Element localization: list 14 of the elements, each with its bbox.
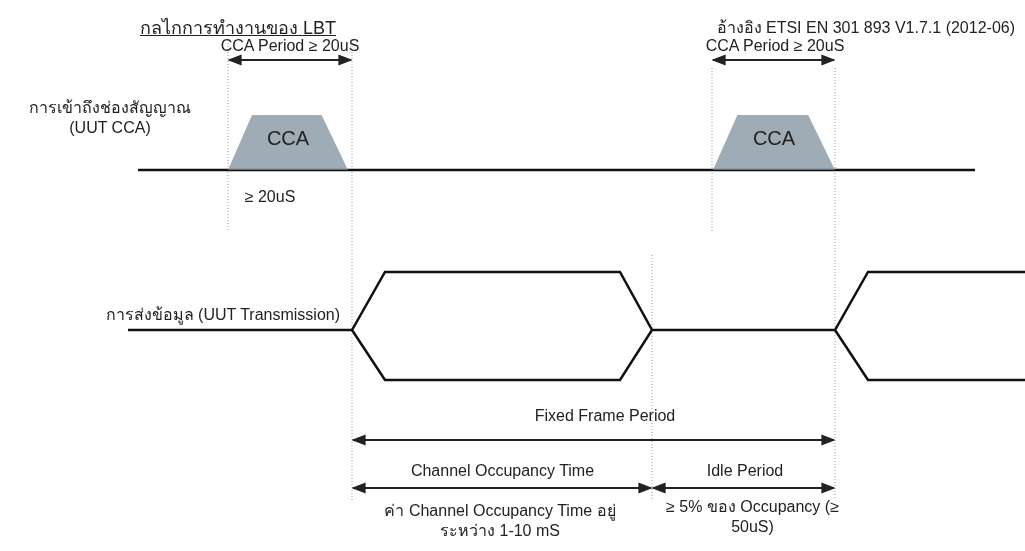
timing-label: Channel Occupancy Time xyxy=(409,461,596,481)
row-label: การส่งข้อมูล (UUT Transmission) xyxy=(104,305,340,325)
timing-label: ≥ 20uS xyxy=(243,187,297,207)
timing-label: CCA Period ≥ 20uS xyxy=(704,36,846,56)
timing-label: CCA Period ≥ 20uS xyxy=(219,36,361,56)
timing-label: Idle Period xyxy=(705,461,785,481)
timing-label: ≥ 5% ของ Occupancy (≥ 50uS) xyxy=(665,497,840,537)
timing-label: Fixed Frame Period xyxy=(533,406,677,426)
timing-label: ค่า Channel Occupancy Time อยู่ระหว่าง 1-10 mS xyxy=(383,501,617,541)
reference-note: อ้างอิง ETSI EN 301 893 V1.7.1 (2012-06) xyxy=(715,18,1015,38)
cca-label: CCA xyxy=(265,127,311,150)
row-label: การเข้าถึงช่องสัญญาณ (UUT CCA) xyxy=(28,98,192,138)
cca-label: CCA xyxy=(751,127,797,150)
title: กลไกการทำงานของ LBT xyxy=(140,18,336,38)
